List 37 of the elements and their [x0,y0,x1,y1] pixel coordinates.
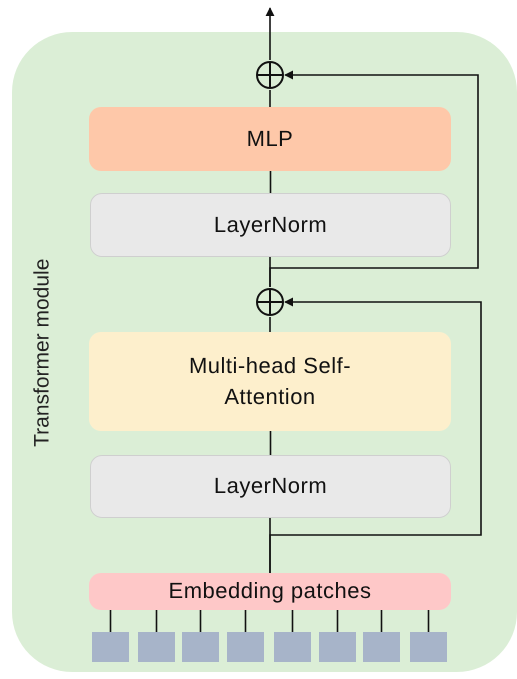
patch-square [92,632,129,662]
embedding-box [89,573,451,610]
connector-line [292,610,294,632]
arrow [269,70,479,287]
patch-square [319,632,356,662]
attention-box [89,332,451,431]
patch-square [138,632,175,662]
connector-line [270,171,272,193]
connector-line [336,610,338,632]
patch-square [227,632,264,662]
connector-line [269,317,271,332]
patch-square [410,632,447,662]
connector-line [270,431,272,455]
sum-circle-icon [255,287,285,317]
box-label: MLP [246,124,294,153]
sum-circle-icon [255,60,285,90]
patch-square [182,632,219,662]
connector-line [110,610,112,632]
box-label: Multi-head Self-Attention [188,352,352,410]
box-label: Embedding patches [168,577,372,606]
connector-line [269,90,271,107]
patch-square [363,632,400,662]
mlp-box [89,107,451,171]
module-title: Transformer module [29,258,54,449]
patch-square [274,632,311,662]
layernorm-box [90,455,451,518]
connector-line [156,610,158,632]
connector-line [244,610,246,632]
connector-line [380,610,382,632]
connector-line [200,610,202,632]
arrow [266,7,274,60]
layernorm-box [90,193,451,257]
box-label: LayerNorm [214,472,328,500]
box-label: LayerNorm [214,210,328,239]
arrow [269,298,482,573]
connector-line [428,610,430,632]
module-panel [12,32,517,672]
